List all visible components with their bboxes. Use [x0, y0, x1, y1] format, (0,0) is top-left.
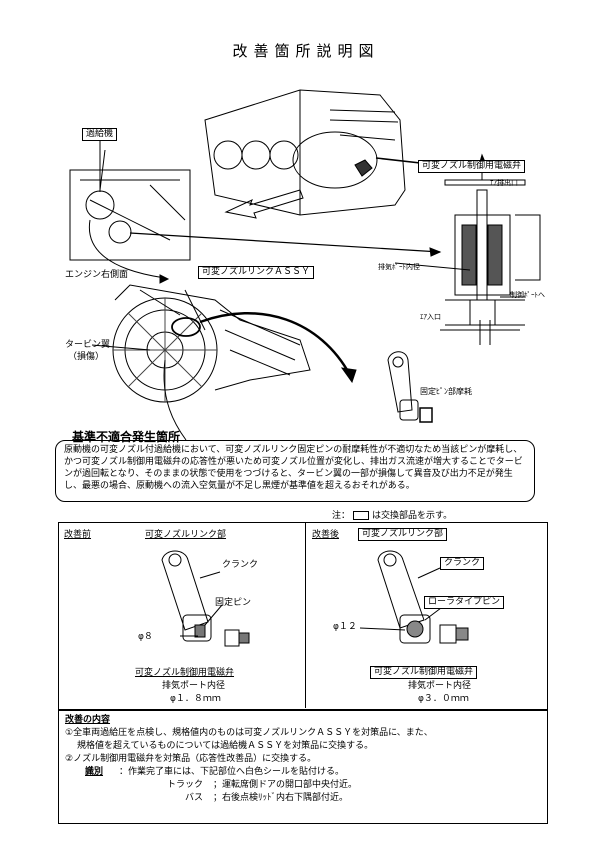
remedy-heading: 改善の内容 — [65, 715, 111, 725]
page-title: 改善箇所説明図 — [232, 42, 380, 60]
before-port-value: φ１．８ｍｍ — [170, 694, 221, 704]
remedy-item-1b: 規格値を超えているものについては過給機ＡＳＳＹを対策品に交換する。 — [77, 741, 374, 751]
after-pin-label: ローラタイプピン — [424, 596, 505, 609]
exhaust-outlet-label: ｴｱ排出口 — [490, 179, 518, 187]
after-valve-label: 可変ノズル制御用電磁弁 — [370, 666, 478, 679]
cause-description: 原動機の可変ノズル付過給機において、可変ノズルリンク固定ピンの耐摩耗性が不適切な… — [55, 440, 535, 502]
bus-text: ；右後点検ﾘｯﾄﾞ内右下隅部付近。 — [213, 793, 349, 803]
control-port-label: 制御ﾎﾟｰﾄへ — [510, 291, 545, 299]
bus-label: バス — [185, 793, 204, 803]
truck-label: トラック — [167, 780, 204, 790]
before-section-label: 可変ノズルリンク部 — [145, 530, 227, 540]
before-port-label: 排気ポート内径 — [162, 681, 226, 691]
remedy-item-1a: ①全車両過給圧を点検し、規格値内のものは可変ノズルリンクＡＳＳＹを対策品に、また… — [65, 728, 433, 738]
replacement-note: 注： は交換部品を示す。 — [332, 508, 452, 521]
solenoid-valve-label: 可変ノズル制御用電磁弁 — [418, 160, 526, 173]
replacement-part-symbol — [353, 511, 370, 520]
after-heading: 改善後 — [312, 530, 340, 540]
before-valve-label: 可変ノズル制御用電磁弁 — [135, 668, 235, 678]
after-section-label: 可変ノズルリンク部 — [358, 528, 448, 541]
after-link-drawing — [359, 550, 469, 644]
before-diameter-label: φ８ — [138, 632, 153, 642]
before-heading: 改善前 — [64, 530, 92, 540]
vn-link-assy-label: 可変ノズルリンクＡＳＳＹ — [198, 266, 315, 279]
turbine-blade-damaged-label: （損傷） — [68, 352, 105, 362]
truck-drawing — [204, 89, 439, 216]
turbocharger-label: 過給機 — [82, 128, 118, 141]
truck-text: ；運転席側ドアの開口部中央付近。 — [213, 780, 358, 790]
air-inlet-label: ｴｱ入口 — [420, 313, 441, 321]
after-diameter-label: φ１２ — [333, 622, 357, 632]
fixed-pin-wear-label: 固定ﾋﾟﾝ部摩耗 — [420, 387, 472, 396]
engine-right-side-label: エンジン右側面 — [65, 270, 129, 280]
note-prefix: 注： — [332, 511, 351, 521]
remedy-item-2: ②ノズル制御用電磁弁を対策品（応答性改善品）に交換する。 — [65, 754, 317, 764]
engine-side-drawing — [69, 149, 191, 284]
before-pin-label: 固定ピン — [215, 598, 252, 608]
turbine-blade-label: タービン翼 — [65, 340, 111, 350]
comparison-panel — [58, 522, 548, 710]
remedy-section: 改善の内容 ①全車両過給圧を点検し、規格値内のものは可変ノズルリンクＡＳＳＹを対… — [58, 710, 548, 824]
exhaust-port-diameter-label: 排気ﾎﾟｰﾄ内径 — [378, 263, 420, 271]
before-link-drawing — [161, 550, 250, 647]
hollow-arrow — [224, 189, 304, 219]
identification-text: ：作業完了車には、下記部位へ白色シールを貼付ける。 — [119, 767, 345, 777]
before-crank-label: クランク — [222, 560, 259, 570]
identification-label: 識別 — [85, 767, 104, 777]
pin-wear-drawing — [387, 351, 433, 423]
after-port-value: φ３．０ｍｍ — [418, 694, 469, 704]
after-crank-label: クランク — [440, 557, 485, 570]
note-suffix: は交換部品を示す。 — [372, 511, 453, 521]
after-port-label: 排気ポート内径 — [408, 681, 472, 691]
comparison-divider — [305, 522, 306, 708]
turbocharger-drawing — [112, 284, 357, 403]
